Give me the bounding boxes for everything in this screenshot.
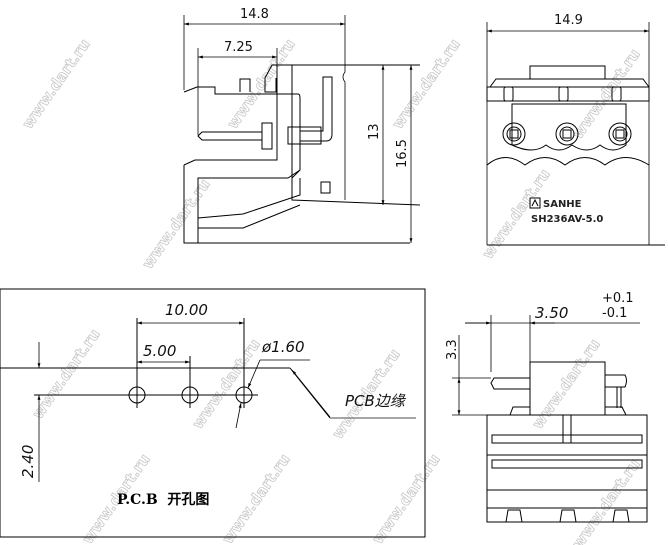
dim-offset: 3.50 xyxy=(535,304,568,322)
watermarks: www.dart.ru www.dart.ru www.dart.ru www.… xyxy=(18,35,644,545)
dim-pin-length: 7.25 xyxy=(224,40,253,55)
dim-hole-diameter: ø1.60 xyxy=(261,338,305,356)
mount-view: 3.50 +0.1 -0.1 3.3 xyxy=(445,291,648,523)
dim-edge-offset: 2.40 xyxy=(19,445,37,478)
model-label: SH236AV-5.0 xyxy=(531,214,603,225)
pcb-edge-label: PCB边缘 xyxy=(345,392,407,410)
brand-label: SANHE xyxy=(543,199,582,210)
watermark: www.dart.ru xyxy=(569,46,644,143)
dim-height-inner: 13 xyxy=(367,123,382,140)
pcb-layout: PCB边缘 10.00 5.00 ø1.60 2.40 P.C.B 开孔图 xyxy=(0,288,426,538)
dim-pitch-total: 10.00 xyxy=(165,301,208,319)
watermark: www.dart.ru xyxy=(369,451,444,545)
watermark: www.dart.ru xyxy=(569,456,644,545)
dim-width: 14.9 xyxy=(554,13,583,28)
watermark: www.dart.ru xyxy=(529,336,604,433)
dim-overall-length: 14.8 xyxy=(240,7,269,22)
watermark: www.dart.ru xyxy=(219,451,294,545)
watermark: www.dart.ru xyxy=(389,36,464,133)
side-view: 14.8 7.25 13 16.5 xyxy=(183,7,421,244)
tolerance-minus: -0.1 xyxy=(602,306,627,321)
watermark: www.dart.ru xyxy=(139,176,214,273)
front-view: 14.9 SANHE SH236AV-5.0 xyxy=(486,13,665,246)
tolerance-plus: +0.1 xyxy=(602,291,634,306)
terminal-screws xyxy=(502,122,632,146)
watermark: www.dart.ru xyxy=(19,36,94,133)
pcb-drill-title: P.C.B 开孔图 xyxy=(117,492,209,508)
watermark: www.dart.ru xyxy=(189,336,264,433)
watermark: www.dart.ru xyxy=(29,326,104,423)
dim-height-total: 16.5 xyxy=(395,139,410,168)
dim-pitch: 5.00 xyxy=(143,342,176,360)
dim-pin-height: 3.3 xyxy=(445,339,460,360)
